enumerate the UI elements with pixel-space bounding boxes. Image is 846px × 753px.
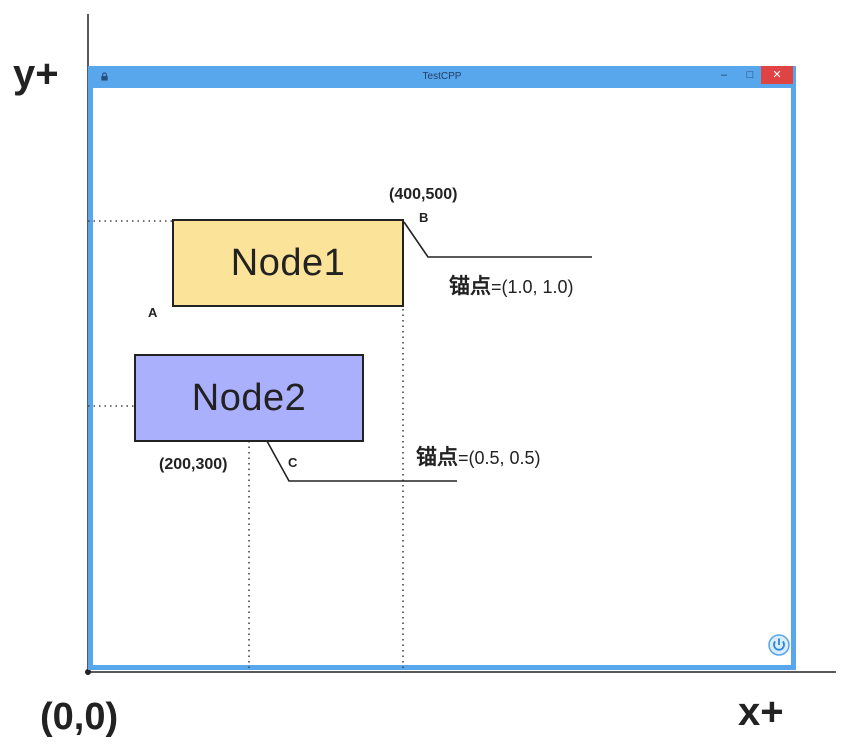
anchor2-value: =(0.5, 0.5) bbox=[458, 448, 541, 468]
y-axis-label: y+ bbox=[13, 52, 59, 96]
node2-center-coord: (200,300) bbox=[159, 456, 228, 473]
point-b-label: B bbox=[419, 210, 429, 225]
lock-icon bbox=[101, 72, 108, 81]
anchor1-prefix: 锚点 bbox=[449, 275, 491, 298]
anchor2-leader bbox=[256, 422, 457, 482]
close-button[interactable]: ✕ bbox=[761, 66, 793, 84]
x-axis-label: x+ bbox=[738, 690, 784, 734]
power-icon[interactable] bbox=[768, 634, 790, 656]
node1-corner-coord: (400,500) bbox=[389, 186, 458, 203]
anchor1-value: =(1.0, 1.0) bbox=[491, 277, 574, 297]
window-titlebar[interactable]: TestCPP – □ ✕ bbox=[93, 66, 793, 88]
node1-box: Node1 bbox=[172, 219, 404, 307]
origin-dot bbox=[85, 669, 91, 675]
anchor2-annotation: 锚点=(0.5, 0.5) bbox=[416, 441, 541, 471]
origin-label: (0,0) bbox=[40, 696, 119, 738]
anchor1-annotation: 锚点=(1.0, 1.0) bbox=[449, 270, 574, 300]
point-a-label: A bbox=[148, 305, 158, 320]
maximize-button[interactable]: □ bbox=[746, 69, 754, 81]
anchor1-leader bbox=[403, 221, 592, 258]
node1-label: Node1 bbox=[230, 241, 346, 284]
node2-label: Node2 bbox=[191, 376, 307, 419]
point-c-label: C bbox=[288, 455, 298, 470]
minimize-button[interactable]: – bbox=[720, 69, 728, 81]
window-title: TestCPP bbox=[422, 71, 462, 82]
node2-box: Node2 bbox=[134, 354, 364, 442]
anchor2-prefix: 锚点 bbox=[416, 446, 458, 469]
